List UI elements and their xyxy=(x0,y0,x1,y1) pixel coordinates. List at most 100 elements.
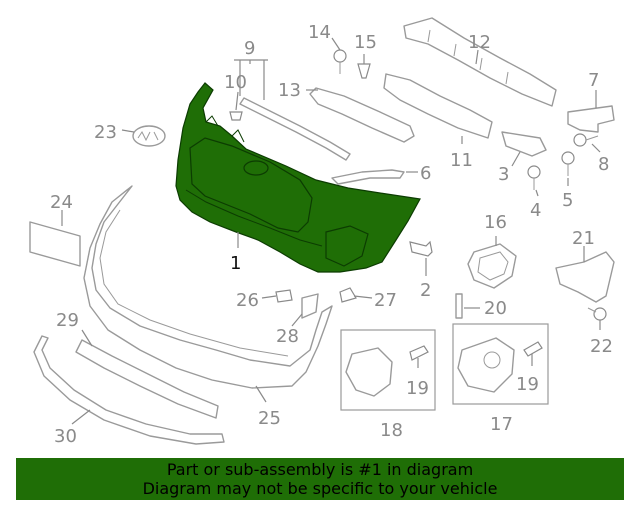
label-part-6: 6 xyxy=(420,163,431,184)
part-25-lower-bar[interactable] xyxy=(83,185,333,389)
fastener-14[interactable] xyxy=(333,49,347,74)
fastener-22[interactable] xyxy=(587,307,607,321)
part-1-bumper-cover[interactable] xyxy=(175,82,421,273)
label-part-18: 18 xyxy=(380,420,403,441)
part-16-fog-bezel[interactable] xyxy=(467,243,517,289)
bumper-emblem-spot xyxy=(243,160,269,176)
label-part-14: 14 xyxy=(308,22,331,43)
label-part-3: 3 xyxy=(498,164,509,185)
bumper-upper-tabs xyxy=(205,115,245,143)
bolt-8-shank xyxy=(585,135,599,141)
clip-15 xyxy=(357,63,371,79)
box-17-lens xyxy=(483,351,501,369)
part-21-side-guide[interactable] xyxy=(555,251,615,303)
fastener-5[interactable] xyxy=(561,151,575,176)
label-part-22: 22 xyxy=(590,336,613,357)
group-18-box[interactable] xyxy=(340,329,436,411)
part-11-reinforcement[interactable] xyxy=(383,73,493,139)
label-part-30: 30 xyxy=(54,426,77,447)
fastener-8[interactable] xyxy=(573,133,599,147)
label-part-26: 26 xyxy=(236,290,259,311)
label-part-23: 23 xyxy=(94,122,117,143)
bumper-fog-recess xyxy=(325,225,369,267)
part-labels: 1 2 3 4 5 6 7 8 9 10 11 12 13 14 15 16 1… xyxy=(50,22,613,447)
bolt-8-head xyxy=(573,133,587,147)
label-part-8: 8 xyxy=(598,154,609,175)
label-part-24: 24 xyxy=(50,192,73,213)
notice-line-1: Part or sub-assembly is #1 in diagram xyxy=(166,460,474,479)
bolt-22-shank xyxy=(587,307,597,313)
label-part-29: 29 xyxy=(56,310,79,331)
leader-30 xyxy=(71,409,91,425)
leader-9 xyxy=(234,59,268,100)
part-26-clip[interactable] xyxy=(275,289,293,303)
fog-bezel-outer xyxy=(467,243,517,289)
part-24-license-bracket[interactable] xyxy=(29,221,81,267)
box-17-frame xyxy=(452,323,549,405)
leader-8 xyxy=(591,143,601,153)
part-13-upper-bracket[interactable] xyxy=(309,87,415,143)
leader-28 xyxy=(291,313,303,327)
bolt-4-head xyxy=(527,165,541,179)
label-part-19-left: 19 xyxy=(406,378,429,399)
label-part-4: 4 xyxy=(530,200,541,221)
part-23-emblem[interactable] xyxy=(132,125,166,147)
label-part-28: 28 xyxy=(276,326,299,347)
absorber-ribs xyxy=(427,29,509,85)
part-7-side-bracket[interactable] xyxy=(567,105,615,133)
box-18-fog-cover xyxy=(345,347,393,397)
leader-14 xyxy=(331,37,341,51)
label-part-13: 13 xyxy=(278,80,301,101)
part-30-lower-lip[interactable] xyxy=(33,335,225,445)
part-29-lower-trim[interactable] xyxy=(75,339,219,419)
emblem-oval xyxy=(132,125,166,147)
label-part-10: 10 xyxy=(224,72,247,93)
label-part-17: 17 xyxy=(490,414,513,435)
fog-bezel-inner xyxy=(477,251,509,281)
notice-banner: Part or sub-assembly is #1 in diagram Di… xyxy=(16,458,624,500)
label-part-7: 7 xyxy=(588,70,599,91)
leader-27 xyxy=(353,295,373,299)
part-20-strip[interactable] xyxy=(455,293,463,319)
leader-10 xyxy=(235,91,239,111)
part-12-absorber[interactable] xyxy=(403,17,557,107)
label-part-19-right: 19 xyxy=(516,374,539,395)
part-3-small-bracket[interactable] xyxy=(501,131,547,157)
part-9-molding-strip[interactable] xyxy=(239,97,351,161)
fastener-15[interactable] xyxy=(357,63,371,79)
label-part-11: 11 xyxy=(450,150,473,171)
fastener-4[interactable] xyxy=(527,165,541,190)
box-17-screw xyxy=(523,341,543,357)
box-18-screw xyxy=(409,345,429,361)
leader-12 xyxy=(475,49,479,65)
label-part-15: 15 xyxy=(354,32,377,53)
part-10-clip[interactable] xyxy=(229,111,243,121)
leader-26 xyxy=(261,295,277,299)
part-6-trim[interactable] xyxy=(331,169,405,185)
lower-bar-inner-line xyxy=(99,209,289,357)
bumper-grille-opening xyxy=(189,137,313,233)
fastener-2[interactable] xyxy=(409,240,433,257)
label-part-1: 1 xyxy=(230,253,241,274)
notice-line-2: Diagram may not be specific to your vehi… xyxy=(142,479,498,498)
bumper-grille-lower-edge xyxy=(185,189,323,247)
label-part-2: 2 xyxy=(420,280,431,301)
bolt-5-head xyxy=(561,151,575,165)
emblem-letters xyxy=(137,131,159,142)
leader-25 xyxy=(255,385,267,403)
part-27-clip[interactable] xyxy=(339,287,357,303)
label-part-25: 25 xyxy=(258,408,281,429)
lower-bar-shape xyxy=(83,185,333,389)
leader-4 xyxy=(535,189,539,197)
box-18-frame xyxy=(340,329,436,411)
screw-2 xyxy=(409,240,433,257)
leader-29 xyxy=(81,329,93,347)
bolt-14-head xyxy=(333,49,347,63)
part-28-bracket[interactable] xyxy=(301,293,319,319)
box-17-fog-cover xyxy=(457,337,515,393)
leader-lines xyxy=(61,37,601,425)
group-17-box[interactable] xyxy=(452,323,549,405)
leader-23 xyxy=(121,129,135,133)
label-part-5: 5 xyxy=(562,190,573,211)
